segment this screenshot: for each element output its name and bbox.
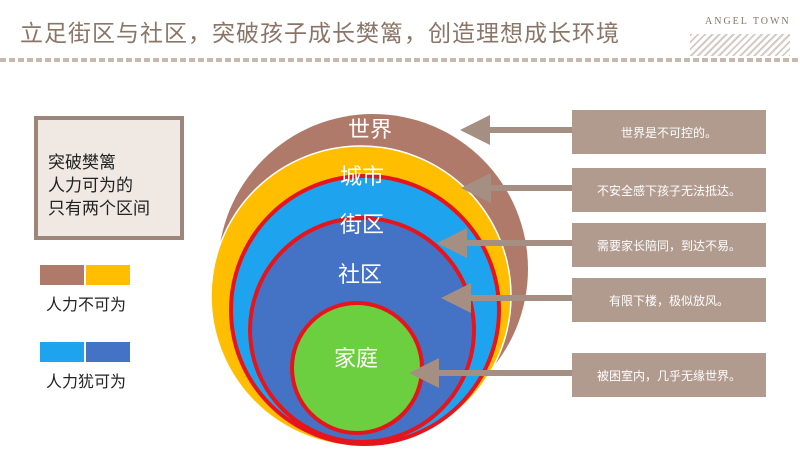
brand-logo-art — [690, 34, 790, 56]
brand-name: ANGEL TOWN — [705, 16, 791, 27]
note-community: 有限下楼，极似放风。 — [572, 278, 766, 322]
ring-label-family: 家庭 — [334, 347, 378, 372]
ring-label-city: 城市 — [340, 165, 384, 190]
legend-label-uncontrollable: 人力不可为 — [46, 295, 127, 314]
note-family: 被困室内，几乎无缘世界。 — [572, 353, 766, 397]
page-title: 立足街区与社区，突破孩子成长樊篱，创造理想成长环境 — [20, 21, 620, 47]
legend-swatch-block — [40, 342, 84, 362]
ring-label-block: 街区 — [340, 213, 384, 238]
title-divider — [0, 58, 800, 62]
legend-swatch-community — [86, 342, 130, 362]
panel-line-3: 只有两个区间 — [48, 199, 150, 219]
note-block: 需要家长陪同，到达不易。 — [572, 223, 766, 267]
panel-line-1: 突破樊篱 — [48, 153, 116, 173]
ring-label-community: 社区 — [338, 263, 382, 288]
ring-label-world: 世界 — [348, 118, 392, 143]
note-city: 不安全感下孩子无法抵达。 — [572, 168, 766, 212]
legend-swatch-city — [86, 265, 130, 285]
panel-line-2: 人力可为的 — [48, 176, 133, 196]
legend-swatch-world — [40, 265, 84, 285]
summary-panel: 突破樊篱 人力可为的 只有两个区间 — [34, 116, 184, 240]
legend-label-controllable: 人力犹可为 — [46, 372, 127, 391]
note-world: 世界是不可控的。 — [572, 110, 766, 154]
